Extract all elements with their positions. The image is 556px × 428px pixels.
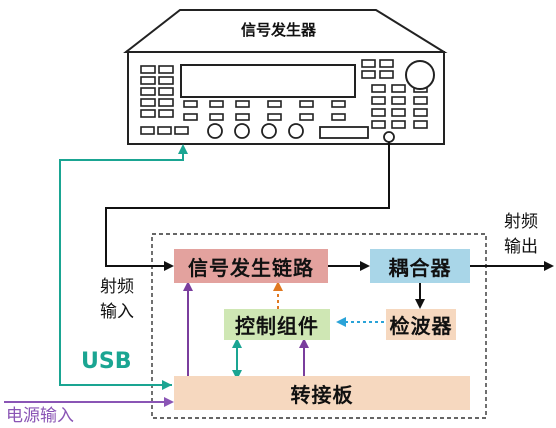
- control-block: 控制组件: [224, 309, 330, 340]
- front-knobs: [207, 123, 304, 139]
- rf-input-label-line1: 射频: [100, 277, 134, 297]
- main-dial: [405, 60, 435, 90]
- rf-output-label-line1: 射频: [504, 212, 538, 232]
- bottom-left-keys: [140, 126, 189, 135]
- power-input-label: 电源输入: [6, 406, 74, 426]
- rf-out-connector: [383, 131, 395, 143]
- generator-slot: [319, 126, 369, 139]
- left-keypad: [140, 65, 174, 118]
- rf-output-label-line2: 输出: [504, 237, 538, 257]
- rf-feed-line: [105, 142, 390, 271]
- softkeys: [183, 100, 346, 121]
- generator-display: [180, 64, 356, 98]
- coupler-block: 耦合器: [370, 249, 470, 283]
- generator-title: 信号发生器: [241, 21, 317, 39]
- detector-block: 检波器: [386, 309, 456, 340]
- right-keypad: [361, 59, 428, 129]
- adapter-board-block: 转接板: [174, 376, 470, 410]
- signal-chain-block: 信号发生链路: [174, 249, 328, 283]
- rf-input-label-line2: 输入: [100, 302, 134, 322]
- usb-label: USB: [81, 349, 132, 374]
